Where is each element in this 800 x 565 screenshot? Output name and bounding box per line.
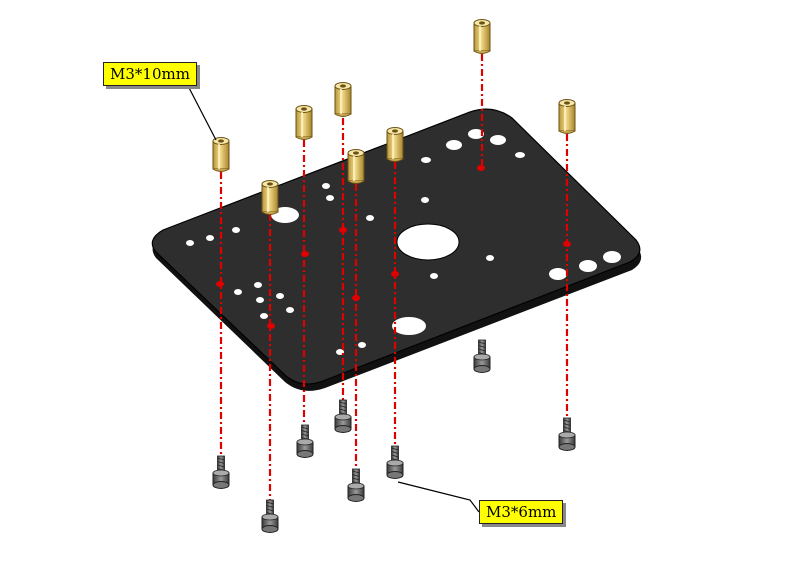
screw-size-label: M3*6mm (479, 500, 564, 524)
standoff (386, 127, 404, 162)
standoff-leader (180, 81, 217, 141)
hex-screws (212, 339, 576, 533)
screw (212, 455, 230, 489)
mount-hole (579, 260, 597, 272)
standoff (212, 137, 230, 172)
standoff (558, 99, 576, 134)
standoff (334, 82, 352, 117)
center-hole (396, 223, 460, 261)
standoff-size-label: M3*10mm (103, 62, 197, 86)
mount-hole (468, 129, 484, 139)
mount-hole (549, 268, 567, 280)
standoff (473, 19, 491, 54)
mount-hole (603, 251, 621, 263)
brass-standoffs (212, 19, 576, 215)
screw-leader (397, 481, 480, 513)
screw (347, 468, 365, 502)
screw (296, 424, 314, 458)
screw (261, 499, 279, 533)
screw (558, 417, 576, 451)
mount-hole (490, 135, 506, 145)
standoff (261, 180, 279, 215)
plate-top (151, 108, 641, 385)
alignment-guides (219, 54, 569, 512)
mounting-plate (151, 108, 642, 391)
screw (473, 339, 491, 373)
standoff (347, 149, 365, 184)
screw (386, 445, 404, 479)
standoff (295, 105, 313, 140)
screw (334, 399, 352, 433)
slot-hole (392, 317, 426, 335)
small-holes (186, 152, 525, 355)
mount-hole (446, 140, 462, 150)
